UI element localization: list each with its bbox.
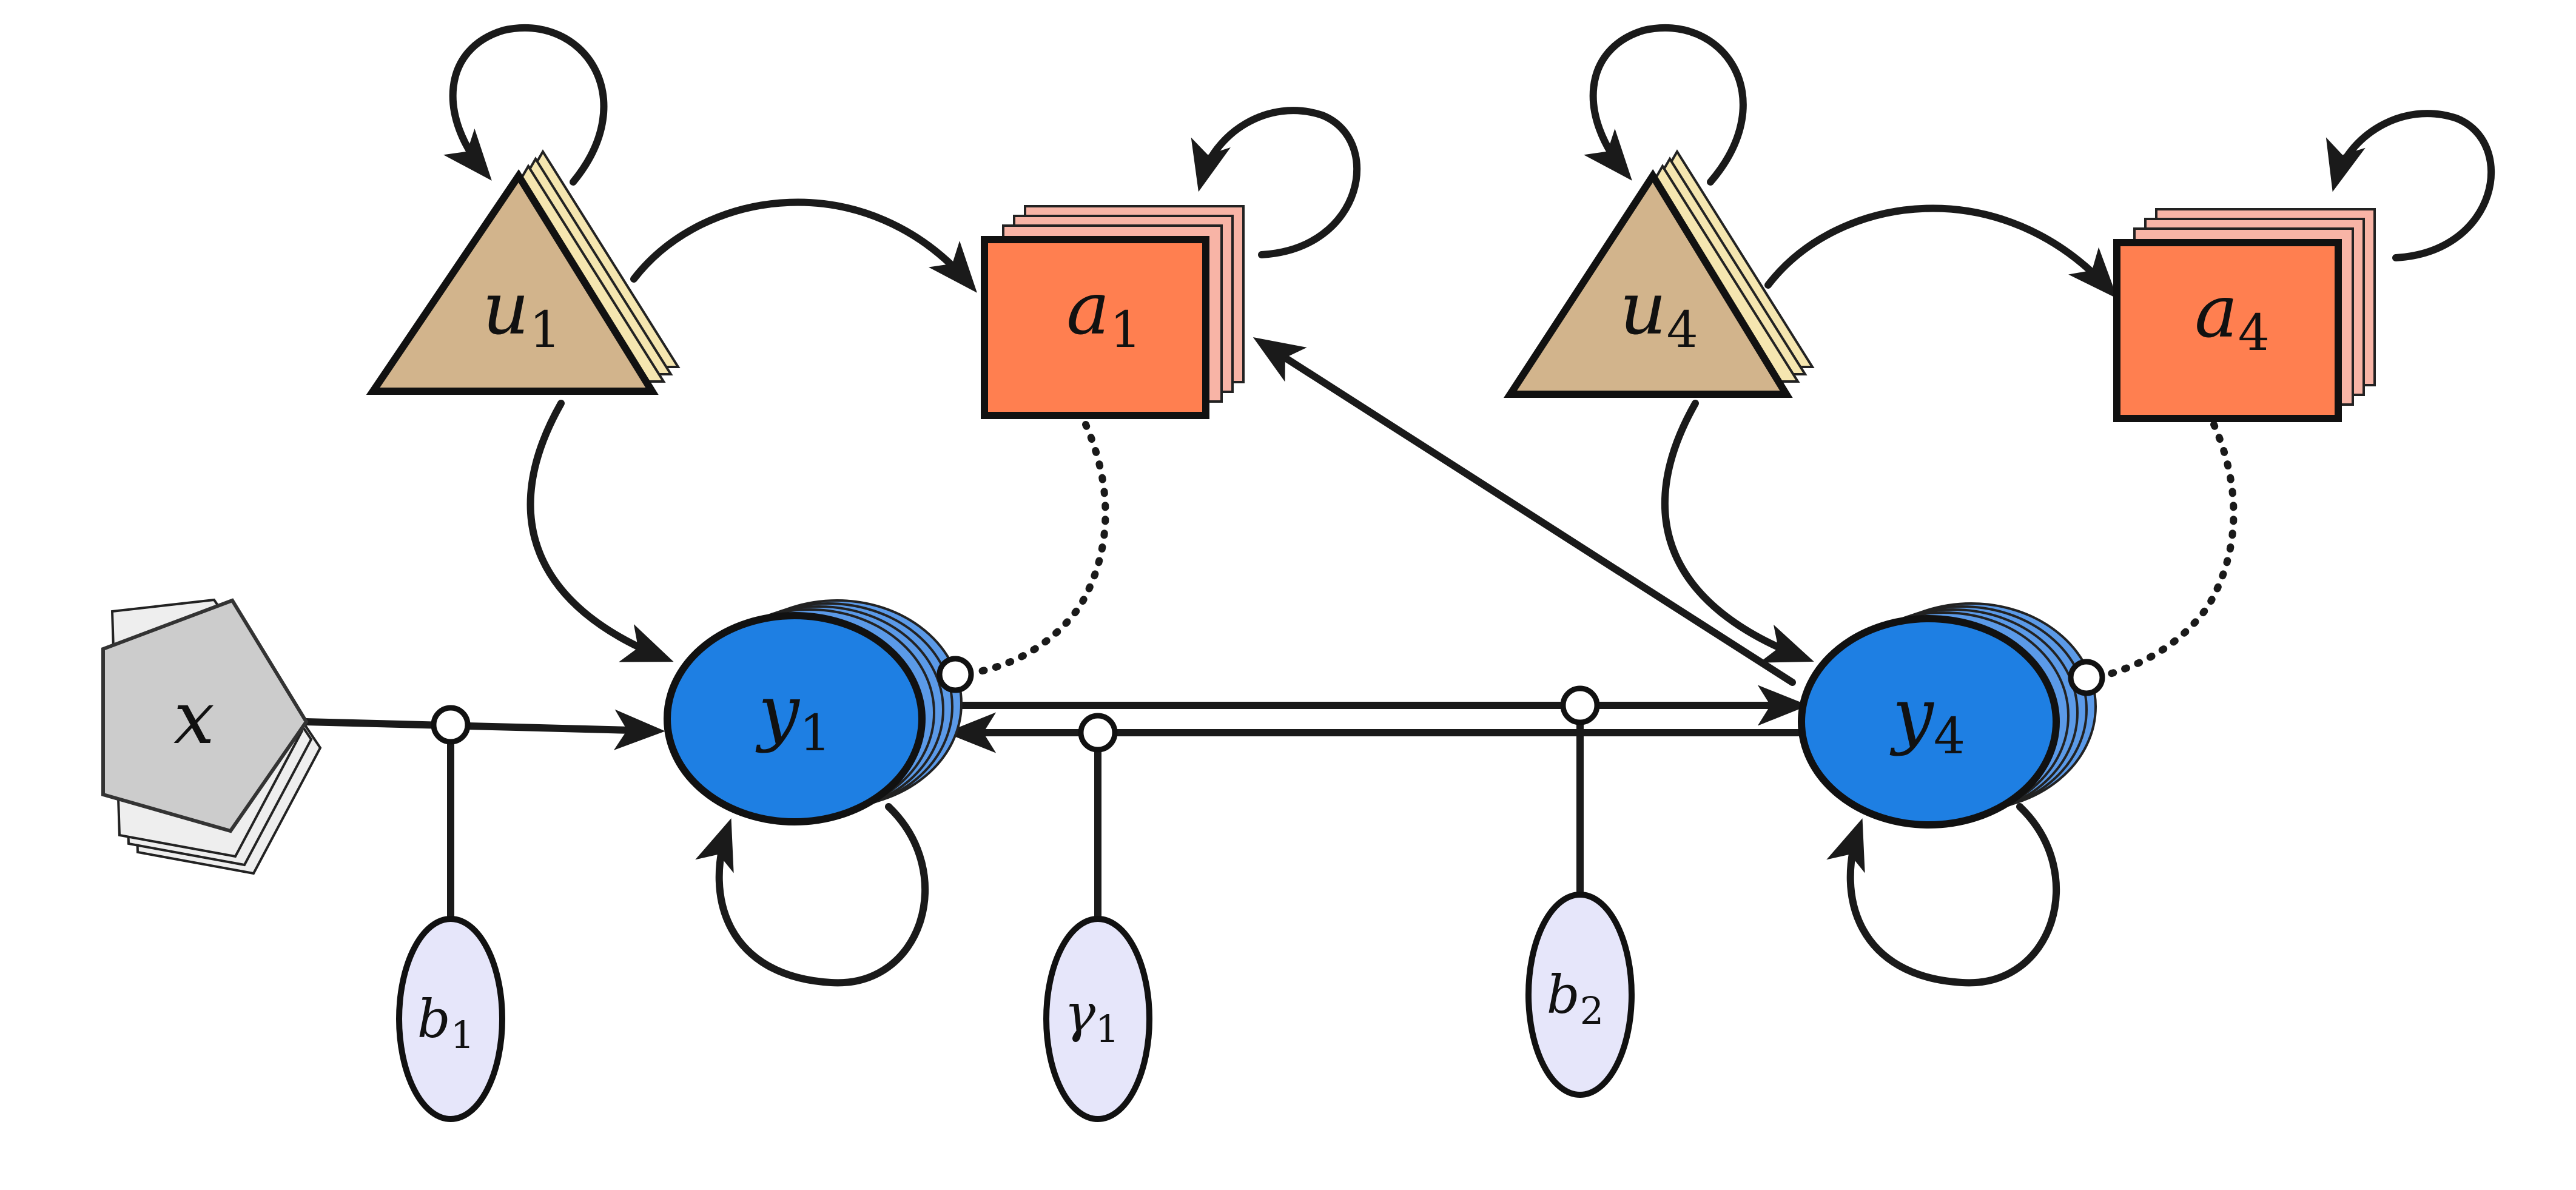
node-x-label: x (173, 676, 215, 761)
node-a4[interactable]: a4 (2113, 208, 2376, 422)
node-u4-label: u4 (1619, 267, 1698, 359)
edge-u4-to-a4 (1764, 204, 2118, 299)
edge-y4-to-a1 (1253, 337, 1796, 686)
edges (303, 24, 2495, 987)
junction-a1-y1 (937, 656, 974, 693)
edge-u1-to-a1 (630, 198, 977, 293)
junction-b2 (1560, 685, 1600, 725)
junction-gamma1 (1078, 713, 1118, 753)
node-y4-label: y4 (1889, 673, 1965, 765)
edge-y4-self-loop (1826, 803, 2060, 987)
node-x[interactable]: x (101, 598, 322, 875)
node-gamma1-label: γ1 (1064, 983, 1120, 1051)
node-b1-label: b1 (417, 989, 475, 1057)
node-b2-label: b2 (1547, 965, 1604, 1033)
node-a1[interactable]: a1 (981, 205, 1245, 419)
edge-u1-to-y1 (526, 400, 674, 662)
node-u1-label: u1 (482, 267, 560, 359)
edge-a1-self-loop (1191, 107, 1361, 258)
edge-u4-to-y4 (1661, 400, 1814, 663)
node-u1-triangle (366, 169, 659, 395)
node-a1-square (981, 236, 1209, 419)
node-u1[interactable]: u1 (366, 149, 681, 395)
node-u4-triangle (1503, 169, 1793, 398)
junctions (431, 656, 2105, 753)
node-gamma1-ellipse (1043, 916, 1152, 1122)
node-u4[interactable]: u4 (1503, 149, 1815, 398)
edge-u4-self-loop (1584, 24, 1747, 186)
edge-a4-self-loop (2325, 110, 2495, 261)
junction-a4-y4 (2068, 659, 2105, 696)
node-y1-circle (664, 612, 926, 825)
node-b2[interactable]: b2 (1525, 892, 1635, 1098)
node-y4-circle (1798, 615, 2060, 829)
edge-x-to-y1 (303, 709, 665, 750)
node-a4-label: a4 (2194, 270, 2270, 362)
node-y1[interactable]: y1 (664, 599, 963, 825)
node-x-pentagon (101, 598, 309, 833)
node-b1-ellipse (396, 916, 505, 1122)
node-gamma1[interactable]: γ1 (1043, 916, 1152, 1122)
node-y4[interactable]: y4 (1798, 602, 2097, 829)
node-a1-label: a1 (1066, 267, 1142, 359)
node-b1[interactable]: b1 (396, 916, 505, 1122)
node-a4-square (2113, 239, 2342, 422)
node-y1-label: y1 (755, 670, 831, 762)
edge-a4-to-y4-dotted (2098, 421, 2238, 680)
edge-u1-self-loop (443, 24, 608, 186)
edge-y1-self-loop (695, 803, 929, 987)
junction-b1 (431, 705, 471, 745)
edge-a1-to-y1-dotted (967, 421, 1109, 677)
node-b2-ellipse (1525, 892, 1635, 1098)
